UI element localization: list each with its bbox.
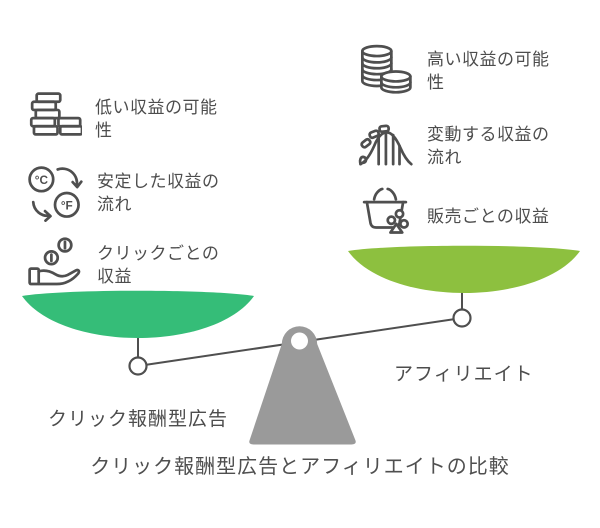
item-text: 低い収益の可能 性 [95,98,218,141]
list-item: 高い収益の可能 性 [356,42,550,100]
roller-coaster-icon [356,117,414,175]
list-item: 低い収益の可能 性 [24,90,218,148]
svg-text:°C: °C [35,174,49,187]
item-text: 販売ごとの収益 [427,207,550,226]
item-text: 変動する収益の 流れ [427,125,550,168]
shopping-basket-icon [356,184,414,242]
list-item: °C °F 安定した収益の 流れ [26,164,220,222]
left-side-label: クリック報酬型広告 [48,409,229,430]
left-joint [128,356,148,376]
list-item: 変動する収益の 流れ [356,117,550,175]
fulcrum-hole [291,332,308,350]
fulcrum [249,326,356,445]
left-pan [22,290,254,338]
right-joint [452,308,472,328]
right-side-label: アフィリエイト [394,364,534,385]
diagram-title: クリック報酬型広告とアフィリエイトの比較 [90,456,510,478]
cylinder-coin-stack-icon [356,42,414,100]
list-item: クリックごとの 収益 [26,236,219,294]
hand-receiving-coins-icon [26,236,84,294]
svg-text:°F: °F [61,199,73,212]
right-pan [348,245,580,293]
item-text: クリックごとの 収益 [97,244,220,287]
temperature-conversion-icon: °C °F [26,164,84,222]
item-text: 高い収益の可能 性 [427,50,550,93]
list-item: 販売ごとの収益 [356,184,549,242]
flat-coin-stack-icon [24,90,84,148]
item-text: 安定した収益の 流れ [97,172,220,215]
